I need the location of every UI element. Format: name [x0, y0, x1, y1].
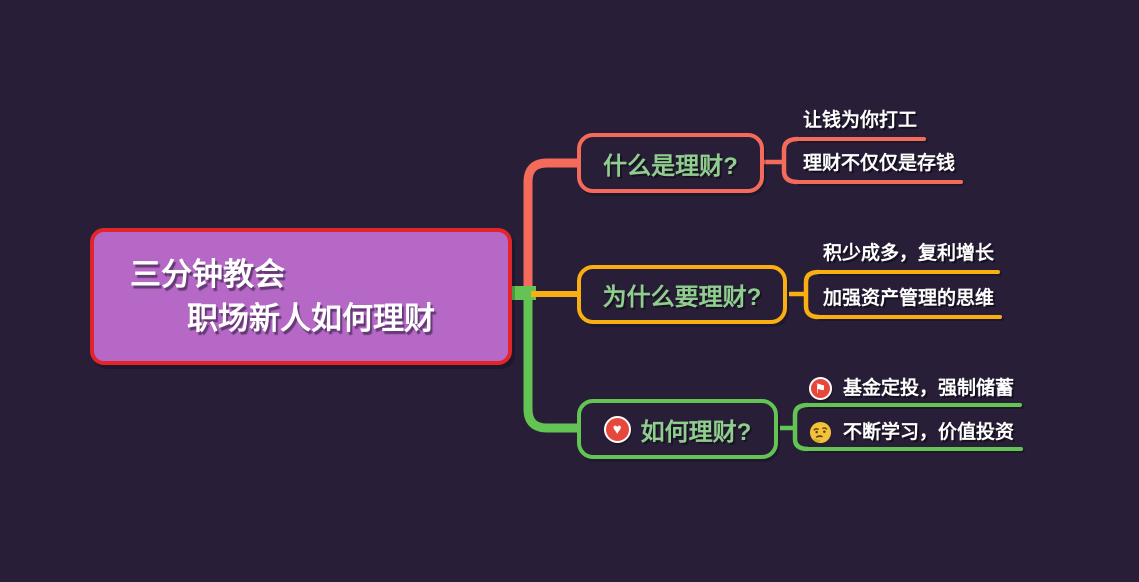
thinking-face-icon[interactable] — [809, 421, 832, 444]
branch2-children-bracket — [803, 269, 820, 320]
underline — [803, 403, 1022, 407]
subtopic-keep-learning-value-invest[interactable]: 不断学习，价值投资 — [803, 407, 1023, 451]
subtopic-label: 积少成多，复利增长 — [823, 243, 995, 264]
underline — [815, 270, 1000, 274]
root-title-line2: 职场新人如何理财 — [187, 300, 435, 336]
underline — [795, 180, 963, 184]
subtopic-label: 基金定投，强制储蓄 — [843, 378, 1015, 399]
topic-label: 如何理财? — [640, 418, 752, 446]
heart-icon[interactable]: ♥ — [603, 415, 631, 443]
subtopic-label: 不断学习，价值投资 — [843, 422, 1015, 443]
subtopic-asset-management-mindset[interactable]: 加强资产管理的思维 — [815, 279, 1002, 319]
branch1-children-bracket — [781, 136, 799, 185]
branch3-children-bracket — [792, 402, 809, 452]
subtopic-fund-auto-invest[interactable]: ⚑ 基金定投，强制储蓄 — [803, 363, 1022, 407]
topic-label: 为什么要理财? — [602, 284, 762, 311]
underline — [815, 315, 1002, 319]
branch1-link — [523, 158, 579, 294]
underline — [795, 137, 926, 141]
root-topic[interactable]: 三分钟教会 职场新人如何理财 — [90, 228, 512, 365]
subtopic-label: 加强资产管理的思维 — [823, 288, 995, 309]
subtopic-compound-growth[interactable]: 积少成多，复利增长 — [815, 234, 1000, 274]
subtopic-label: 让钱为你打工 — [803, 110, 918, 131]
subtopic-not-just-saving[interactable]: 理财不仅仅是存钱 — [795, 144, 963, 184]
subtopic-label: 理财不仅仅是存钱 — [803, 153, 956, 174]
flag-icon[interactable]: ⚑ — [809, 377, 832, 400]
topic-why-licai[interactable]: 为什么要理财? — [577, 265, 787, 324]
branch3-link — [523, 292, 579, 433]
topic-what-is-licai[interactable]: 什么是理财? — [577, 133, 764, 193]
topic-how-to-licai[interactable]: ♥ 如何理财? — [577, 399, 778, 459]
topic-label: 什么是理财? — [603, 152, 738, 180]
root-title-line1: 三分钟教会 — [130, 256, 285, 292]
subtopic-money-work-for-you[interactable]: 让钱为你打工 — [795, 101, 926, 141]
underline — [803, 447, 1023, 451]
